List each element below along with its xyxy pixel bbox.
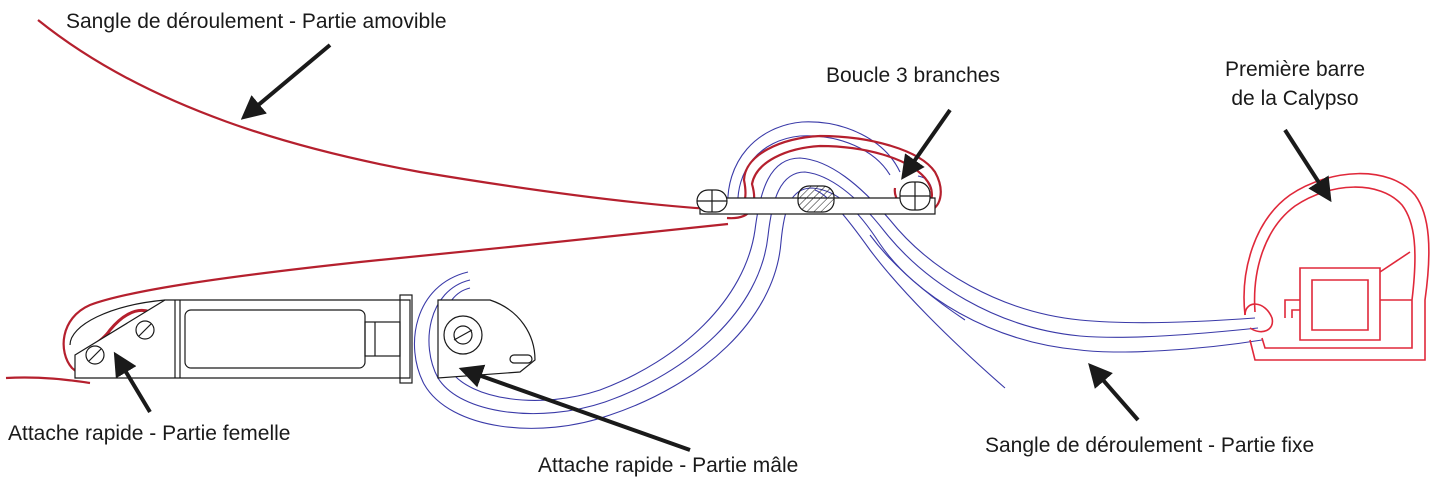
label-quick-female: Attache rapide - Partie femelle: [8, 422, 290, 445]
label-strap-fixed: Sangle de déroulement - Partie fixe: [985, 434, 1314, 457]
arrow-quick-female: [113, 351, 152, 414]
label-quick-male: Attache rapide - Partie mâle: [538, 454, 798, 477]
quick-attach-female: [69, 294, 413, 384]
fixed-strap: [413, 121, 1263, 429]
label-first-bar-line1: Première barre: [1225, 58, 1365, 81]
pointer-arrows: [113, 43, 1332, 452]
arrow-strap-removable: [240, 43, 332, 120]
label-first-bar-line2: de la Calypso: [1231, 87, 1358, 110]
arrow-first-bar: [1283, 128, 1332, 203]
quick-attach-male: [437, 299, 536, 379]
label-buckle: Boucle 3 branches: [826, 64, 1000, 87]
arrow-strap-fixed: [1088, 362, 1140, 422]
arrow-quick-male: [458, 364, 691, 452]
three-branch-buckle: [696, 181, 936, 215]
label-strap-removable: Sangle de déroulement - Partie amovible: [66, 10, 447, 33]
calypso-first-bar: [1243, 172, 1430, 361]
arrow-buckle: [901, 108, 952, 180]
